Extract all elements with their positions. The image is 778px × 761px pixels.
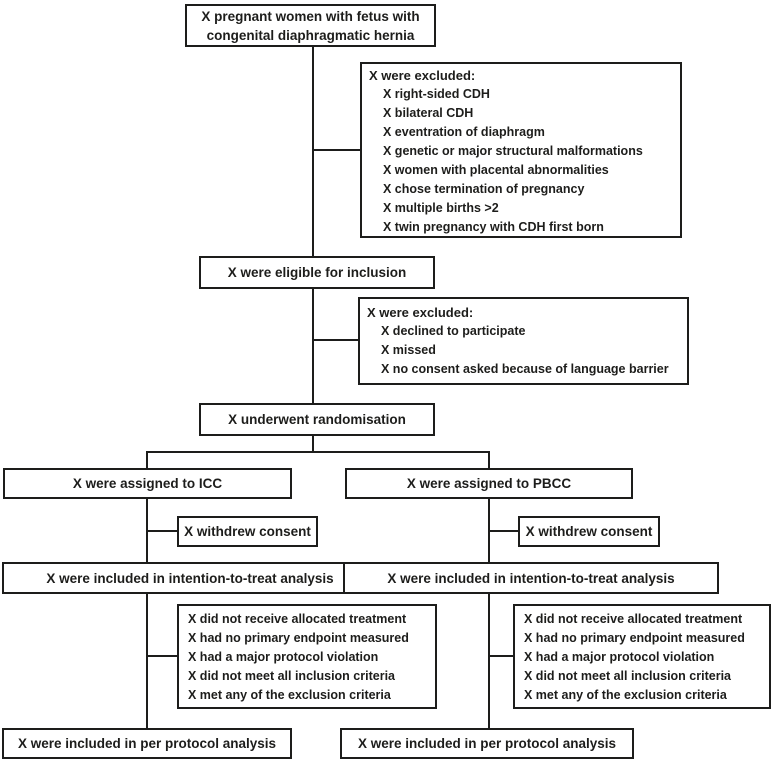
excluded-consent-header: X were excluded: [367,305,474,320]
deviations-icc-item: X did not meet all inclusion criteria [188,669,395,683]
deviations-icc-item: X met any of the exclusion criteria [188,688,391,702]
excluded-consent-item: X missed [381,343,436,357]
connector-randomisation-stem [312,435,314,453]
box-eligible: X were eligible for inclusion [199,256,435,289]
deviations-icc-item: X had no primary endpoint measured [188,631,409,645]
connector-top-to-eligible [312,46,314,257]
connector-itt-to-pp-pbcc [488,593,490,729]
box-arm-pbcc: X were assigned to PBCC [345,468,633,499]
excluded-screening-header: X were excluded: [369,68,476,83]
box-enrolled-label: X pregnant women with fetus with congeni… [201,8,420,43]
box-arm-icc-label: X were assigned to ICC [72,476,223,491]
excluded-screening-item: X twin pregnancy with CDH first born [383,220,604,234]
box-per-protocol-icc-label: X were included in per protocol analysis [17,736,277,751]
box-itt-icc-label: X were included in intention-to-treat an… [46,570,334,586]
box-per-protocol-pbcc: X were included in per protocol analysis [340,728,634,759]
deviations-pbcc-item: X met any of the exclusion criteria [524,688,727,702]
box-enrolled: X pregnant women with fetus with congeni… [185,4,436,47]
deviations-pbcc-item: X had no primary endpoint measured [524,631,745,645]
deviations-icc-item: X had a major protocol violation [188,650,379,664]
box-withdrew-pbcc-label: X withdrew consent [525,524,653,539]
box-per-protocol-pbcc-label: X were included in per protocol analysis [357,736,617,751]
deviations-icc-item: X did not receive allocated treatment [188,612,407,626]
box-arm-icc: X were assigned to ICC [3,468,292,499]
box-randomisation-label: X underwent randomisation [228,412,406,427]
connector-split-horizontal [146,451,490,453]
box-excluded-screening: X were excluded: X right-sided CDH X bil… [360,62,682,238]
excluded-consent-item: X declined to participate [381,324,526,338]
box-arm-pbcc-label: X were assigned to PBCC [406,476,572,491]
connector-split-right [488,451,490,469]
box-excluded-consent: X were excluded: X declined to participa… [358,297,689,385]
connector-eligible-to-randomisation [312,288,314,404]
excluded-screening-item: X eventration of diaphragm [383,125,545,139]
box-itt-icc: X were included in intention-to-treat an… [2,562,378,594]
connector-branch-deviations-icc [147,655,178,657]
box-withdrew-icc-label: X withdrew consent [184,524,311,539]
connector-itt-to-pp-icc [146,593,148,729]
box-withdrew-pbcc: X withdrew consent [518,516,660,547]
excluded-screening-item: X bilateral CDH [383,106,474,120]
deviations-pbcc-item: X did not receive allocated treatment [524,612,743,626]
box-deviations-icc: X did not receive allocated treatment X … [177,604,437,709]
connector-split-left [146,451,148,469]
box-deviations-pbcc: X did not receive allocated treatment X … [513,604,771,709]
box-randomisation: X underwent randomisation [199,403,435,436]
excluded-consent-item: X no consent asked because of language b… [381,362,669,376]
excluded-screening-item: X right-sided CDH [383,87,490,101]
box-itt-pbcc-label: X were included in intention-to-treat an… [387,570,675,586]
excluded-screening-item: X multiple births >2 [383,201,499,215]
excluded-screening-item: X women with placental abnormalities [383,163,609,177]
connector-branch-withdrew-pbcc [489,530,519,532]
connector-branch-excluded-screening [313,149,361,151]
box-withdrew-icc: X withdrew consent [177,516,318,547]
box-itt-pbcc: X were included in intention-to-treat an… [343,562,719,594]
deviations-pbcc-item: X did not meet all inclusion criteria [524,669,731,683]
box-eligible-label: X were eligible for inclusion [227,265,407,280]
connector-branch-withdrew-icc [147,530,178,532]
connector-branch-excluded-consent [313,339,359,341]
deviations-pbcc-item: X had a major protocol violation [524,650,715,664]
connector-branch-deviations-pbcc [489,655,514,657]
excluded-screening-item: X chose termination of pregnancy [383,182,585,196]
box-per-protocol-icc: X were included in per protocol analysis [2,728,292,759]
excluded-screening-item: X genetic or major structural malformati… [383,144,643,158]
